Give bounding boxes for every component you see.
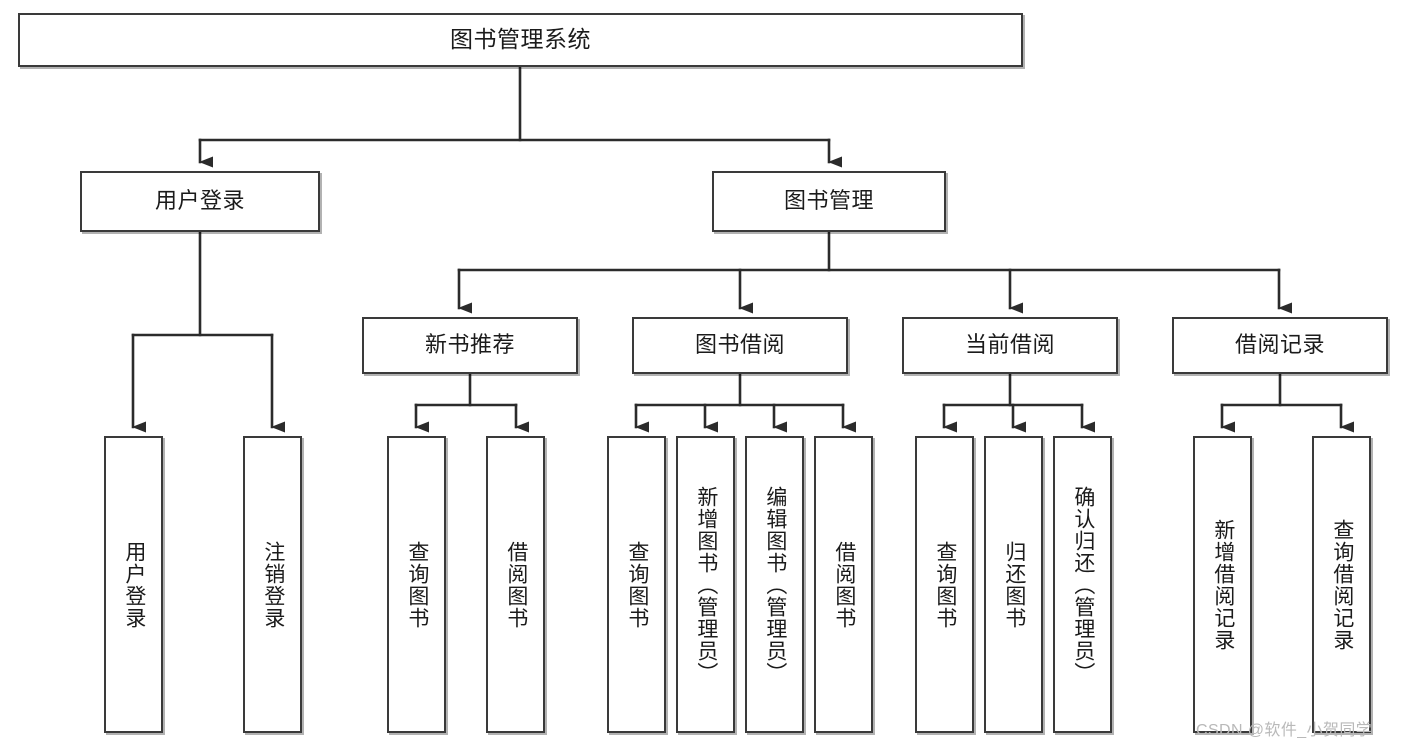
node-leaf-borrow-book-2-label: 借阅图书 [832,540,856,629]
node-leaf-query-book-3-label: 查询图书 [933,540,957,629]
node-root-label: 图书管理系统 [450,26,591,53]
node-current-borrow[interactable]: 当前借阅 [902,317,1118,374]
node-new-book-recommend-label: 新书推荐 [424,332,515,358]
node-leaf-query-book-1[interactable]: 查询图书 [387,436,446,733]
node-book-borrow-label: 图书借阅 [694,332,785,358]
node-new-book-recommend[interactable]: 新书推荐 [362,317,578,374]
node-user-login-label: 用户登录 [154,188,245,214]
node-leaf-confirm-return-admin-label: 确认归还（管理员） [1071,485,1095,684]
node-leaf-query-book-1-label: 查询图书 [405,540,429,629]
node-leaf-borrow-book-2[interactable]: 借阅图书 [814,436,873,733]
node-current-borrow-label: 当前借阅 [964,332,1055,358]
node-leaf-query-book-2-label: 查询图书 [625,540,649,629]
node-leaf-query-book-3[interactable]: 查询图书 [915,436,974,733]
node-leaf-query-borrow-record-label: 查询借阅记录 [1330,518,1354,651]
node-leaf-logout-login-label: 注销登录 [261,540,285,629]
node-borrow-record-label: 借阅记录 [1234,332,1325,358]
node-borrow-record[interactable]: 借阅记录 [1172,317,1388,374]
node-leaf-confirm-return-admin[interactable]: 确认归还（管理员） [1053,436,1112,733]
node-leaf-borrow-book-1[interactable]: 借阅图书 [486,436,545,733]
node-book-manage-label: 图书管理 [783,188,874,214]
node-root[interactable]: 图书管理系统 [18,13,1023,67]
node-leaf-user-login-label: 用户登录 [122,540,146,629]
node-book-borrow[interactable]: 图书借阅 [632,317,848,374]
node-leaf-add-borrow-record[interactable]: 新增借阅记录 [1193,436,1252,733]
node-leaf-edit-book-admin-label: 编辑图书（管理员） [763,485,787,684]
node-leaf-return-book-label: 归还图书 [1002,540,1026,629]
csdn-watermark: CSDN @软件_小贺同学 [1196,722,1373,739]
node-leaf-query-borrow-record[interactable]: 查询借阅记录 [1312,436,1371,733]
node-leaf-add-borrow-record-label: 新增借阅记录 [1211,518,1235,651]
node-leaf-borrow-book-1-label: 借阅图书 [504,540,528,629]
node-leaf-add-book-admin-label: 新增图书（管理员） [694,485,718,684]
node-leaf-user-login[interactable]: 用户登录 [104,436,163,733]
node-leaf-return-book[interactable]: 归还图书 [984,436,1043,733]
node-book-manage[interactable]: 图书管理 [712,171,946,232]
node-leaf-query-book-2[interactable]: 查询图书 [607,436,666,733]
node-user-login[interactable]: 用户登录 [80,171,320,232]
node-leaf-edit-book-admin[interactable]: 编辑图书（管理员） [745,436,804,733]
node-leaf-add-book-admin[interactable]: 新增图书（管理员） [676,436,735,733]
node-leaf-logout-login[interactable]: 注销登录 [243,436,302,733]
